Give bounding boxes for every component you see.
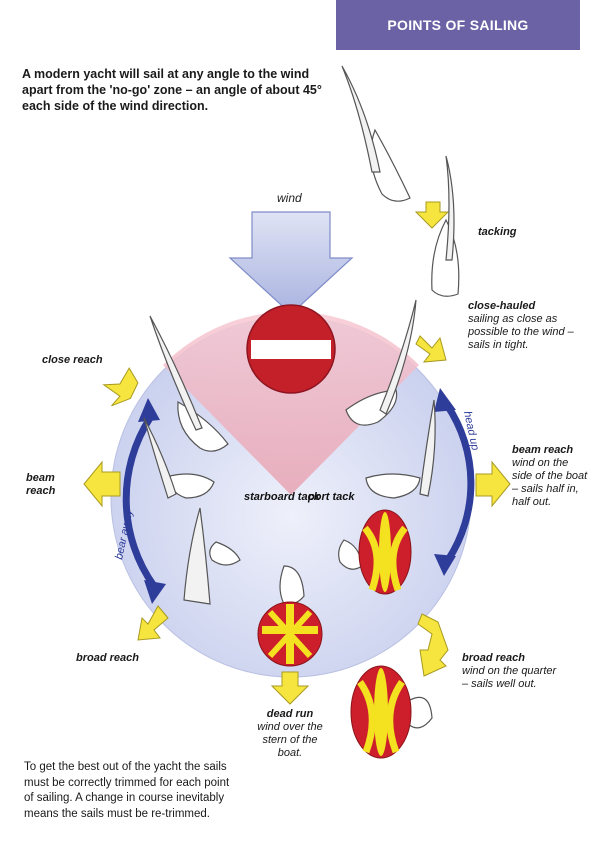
yachts bbox=[143, 65, 460, 729]
close-hauled-arrow bbox=[415, 335, 447, 363]
close-reach-label: close reach bbox=[42, 354, 103, 366]
wind-label: wind bbox=[277, 191, 302, 205]
yacht-port-tack bbox=[338, 539, 363, 570]
no-go-zone bbox=[163, 311, 419, 495]
yacht-beam-reach-right bbox=[365, 399, 436, 499]
intro-text: A modern yacht will sail at any angle to… bbox=[22, 67, 322, 113]
broad-reach-left-arrow bbox=[137, 605, 169, 641]
yacht-close-reach bbox=[149, 315, 229, 452]
tacking-label: tacking bbox=[478, 226, 517, 238]
yacht-tacking-2 bbox=[431, 155, 460, 297]
spinnakers bbox=[257, 509, 412, 759]
close-hauled-label: close-hauled sailing as close as possibl… bbox=[468, 300, 574, 351]
dead-run-arrow bbox=[270, 671, 310, 705]
close-reach-arrow bbox=[102, 367, 139, 407]
broad-reach-left-label: broad reach bbox=[76, 652, 139, 664]
beam-reach-left-arrow bbox=[83, 460, 121, 508]
starboard-label: starboard tack bbox=[244, 491, 321, 503]
broad-reach-curve-arrow bbox=[417, 613, 449, 677]
dead-run-label: dead run wind over the stern of the boat… bbox=[257, 708, 323, 759]
broad-reach-right-label: broad reach wind on the quarter – sails … bbox=[462, 652, 557, 690]
spinnaker-broad-reach bbox=[350, 665, 412, 759]
head-up-arrow bbox=[434, 388, 475, 576]
port-label: port tack bbox=[307, 491, 355, 503]
no-entry-sign bbox=[246, 304, 336, 394]
spinnaker-port bbox=[358, 509, 412, 595]
title-banner: POINTS OF SAILING bbox=[336, 0, 580, 50]
beam-reach-left-label: beam reach bbox=[26, 472, 56, 497]
yacht-close-hauled-right bbox=[345, 299, 417, 426]
bear-away-arrow bbox=[122, 398, 166, 604]
yacht-tacking-1 bbox=[341, 65, 411, 202]
yacht-broad-reach-left bbox=[183, 507, 241, 605]
tacking-arrow bbox=[414, 201, 450, 229]
outro-text: To get the best out of the yacht the sai… bbox=[24, 761, 230, 820]
beam-reach-right-label: beam reach wind on the side of the boat … bbox=[512, 444, 588, 508]
page-title: POINTS OF SAILING bbox=[387, 17, 529, 33]
beam-reach-right-arrow bbox=[475, 460, 511, 508]
spinnaker-dead-run bbox=[257, 601, 323, 667]
wind-arrow bbox=[228, 211, 354, 315]
yacht-beam-reach-left bbox=[143, 417, 215, 499]
